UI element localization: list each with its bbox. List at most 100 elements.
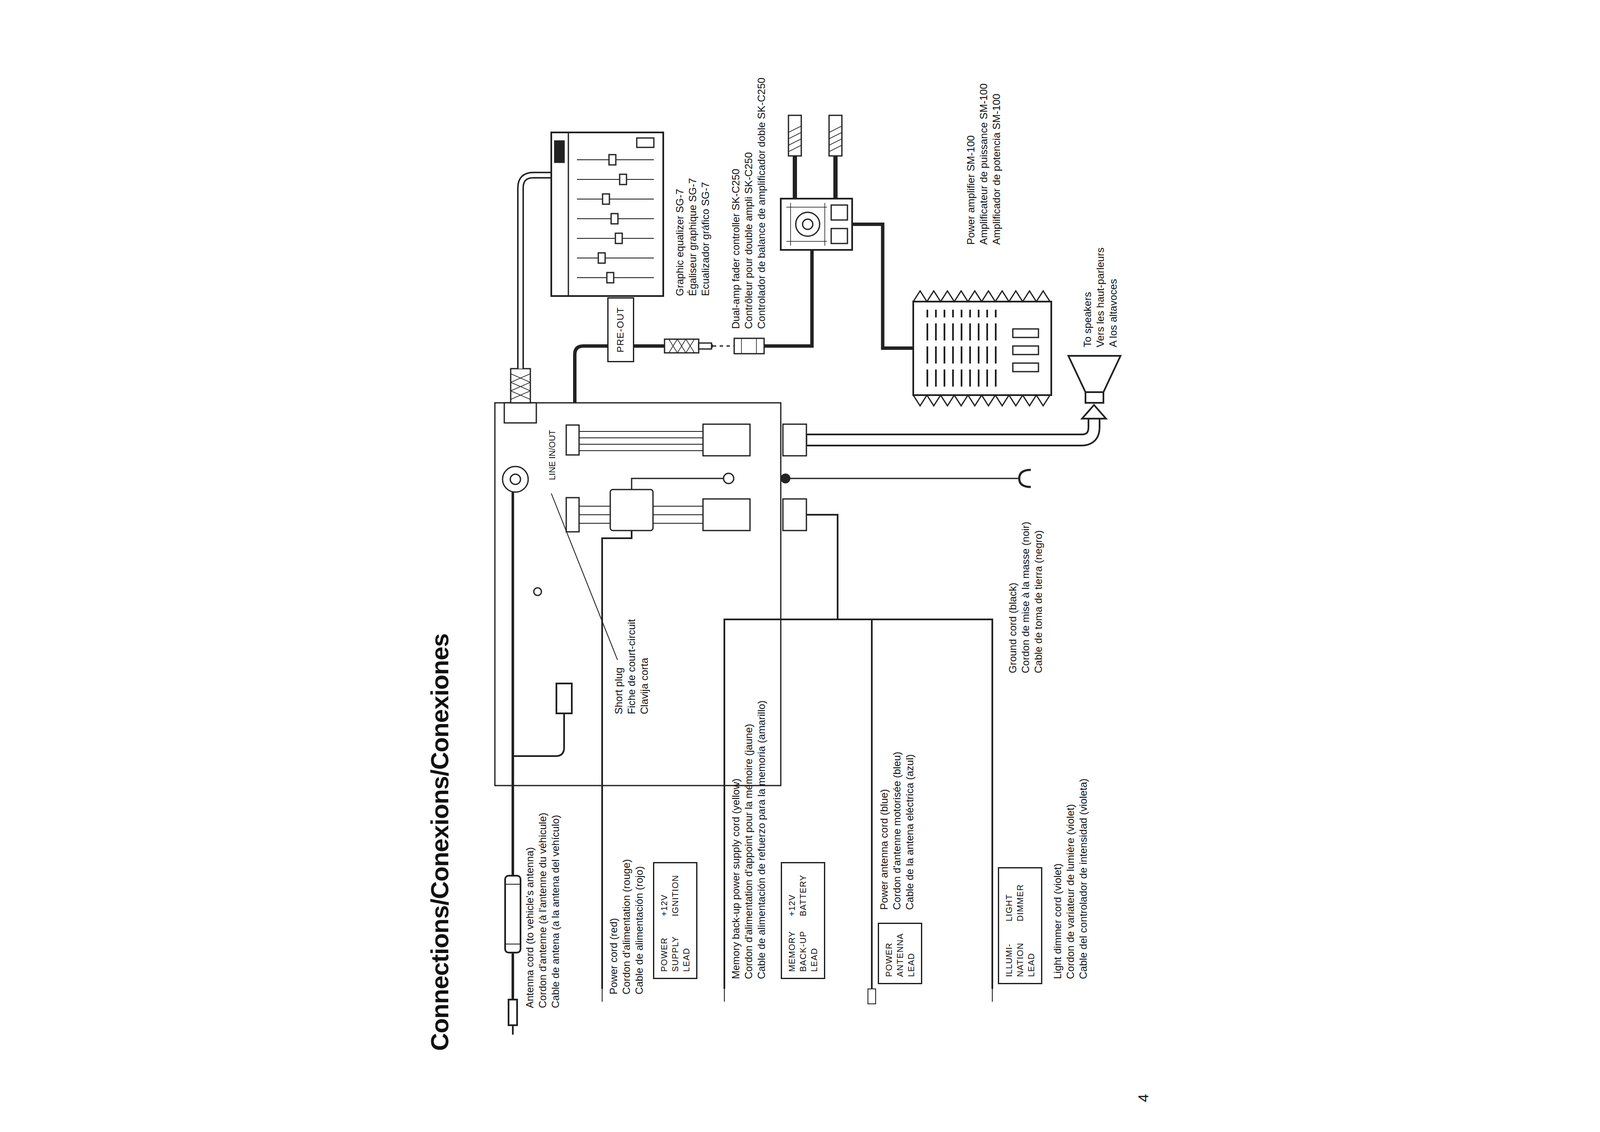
device-caption: Power amplifier SM-100 bbox=[964, 83, 978, 245]
lead-wire bbox=[837, 619, 872, 990]
wiring-harness bbox=[566, 425, 580, 456]
graphic-equalizer bbox=[576, 159, 654, 278]
cord-label: Memory back-up power supply cord (yellow… bbox=[729, 700, 743, 980]
page-number: 4 bbox=[1134, 1094, 1152, 1103]
rca-plug bbox=[574, 346, 608, 403]
wiring-harness bbox=[652, 506, 703, 524]
connector-label: LINE IN/OUT bbox=[547, 428, 558, 482]
power-amplifier bbox=[1012, 363, 1039, 372]
power-amplifier bbox=[913, 291, 1050, 302]
box-text: +12V IGNITION bbox=[658, 869, 681, 917]
cord-label: Cable de alimentación (rojo) bbox=[632, 859, 646, 995]
fader-controller bbox=[831, 205, 848, 221]
rca-plug bbox=[712, 341, 735, 352]
power-amplifier bbox=[913, 301, 1052, 396]
ground-cord bbox=[723, 473, 734, 484]
wire-end bbox=[602, 989, 993, 1005]
lead-wire bbox=[602, 530, 632, 990]
short-plug bbox=[512, 683, 572, 757]
ground-cord bbox=[631, 478, 724, 490]
equalizer-cable bbox=[520, 175, 552, 369]
device-caption: A los altavoces bbox=[1106, 247, 1120, 348]
power-amplifier bbox=[913, 291, 1052, 406]
device-caption: Controlador de balance de amplificador d… bbox=[755, 77, 768, 330]
lead-tag: ILLUMI- NATION LEADLIGHT DIMMER bbox=[997, 867, 1043, 985]
graphic-equalizer bbox=[551, 132, 569, 297]
speaker-arrow bbox=[1082, 405, 1106, 419]
cord-label: Cable de toma de tierra (negro) bbox=[1032, 521, 1045, 674]
power-amplifier bbox=[913, 395, 1050, 406]
wiring-harness bbox=[579, 431, 703, 451]
lead-wire bbox=[602, 514, 993, 990]
connector-label-group: LINE IN/OUT bbox=[547, 428, 558, 482]
antenna-cord bbox=[511, 952, 515, 1000]
antenna-cord bbox=[505, 884, 521, 945]
graphic-equalizer bbox=[606, 272, 614, 283]
box-text: LIGHT DIMMER bbox=[1003, 874, 1026, 922]
cord-label: Ground cord (black) bbox=[1006, 521, 1020, 674]
box-text: POWER SUPPLY LEAD bbox=[658, 925, 692, 973]
graphic-equalizer bbox=[636, 138, 654, 148]
equalizer-cable bbox=[510, 175, 552, 403]
head-unit bbox=[502, 466, 529, 493]
wiring-harness bbox=[782, 424, 807, 456]
cord-label-group: Memory back-up power supply cord (yellow… bbox=[729, 700, 768, 980]
cord-label: Antenna cord (to vehicle's antenna) bbox=[523, 813, 537, 1009]
graphic-equalizer bbox=[619, 174, 627, 185]
speaker bbox=[1068, 355, 1121, 403]
fader-controller bbox=[795, 212, 820, 237]
power-amplifier bbox=[1012, 346, 1039, 355]
part-label: Fiche de court-circuit bbox=[625, 619, 639, 715]
short-plug bbox=[512, 713, 565, 757]
antenna-cord bbox=[505, 492, 521, 1036]
signal-cable bbox=[852, 224, 914, 349]
head-unit bbox=[494, 402, 781, 786]
cord-label: Cable de alimentación de refuerzo para l… bbox=[755, 700, 768, 980]
cord-label: Light dimmer cord (violet) bbox=[1051, 778, 1065, 980]
page-number-group: 4 bbox=[1134, 1094, 1152, 1103]
cord-label: Cordon de mise à la masse (noir) bbox=[1019, 521, 1033, 674]
connector-tag: PRE-OUT bbox=[607, 297, 635, 363]
antenna-cord bbox=[511, 492, 515, 877]
wire-end bbox=[867, 989, 876, 1005]
part-label: Clavija corta bbox=[638, 619, 651, 715]
fader-controller bbox=[831, 228, 848, 244]
box-text: PRE-OUT bbox=[614, 307, 627, 353]
antenna-cord bbox=[511, 1025, 514, 1036]
power-amplifier bbox=[1012, 329, 1039, 338]
ground-cord bbox=[1019, 470, 1031, 488]
wiring-harness bbox=[579, 506, 611, 524]
cord-label-group: Ground cord (black)Cordon de mise à la m… bbox=[1006, 521, 1045, 674]
speaker bbox=[1085, 392, 1104, 403]
device-caption: Égaliseur graphique SG-7 bbox=[686, 178, 700, 297]
lead-tag: POWER ANTENNA LEAD bbox=[877, 923, 923, 985]
fader-controller bbox=[780, 198, 853, 250]
cord-label: Cordon d'antenne motorisée (bleu) bbox=[890, 752, 904, 911]
cord-label-group: Light dimmer cord (violet)Cordon de vari… bbox=[1051, 778, 1090, 980]
box-text: POWER ANTENNA LEAD bbox=[883, 930, 917, 978]
cord-label: Cordon de variateur de lumière (violet) bbox=[1064, 778, 1077, 980]
cord-label: Cordon d'alimentation (rouge) bbox=[620, 859, 633, 995]
equalizer-unit: Graphic equalizer SG-7Égaliseur graphiqu… bbox=[551, 132, 664, 297]
rca-plug bbox=[698, 343, 712, 350]
box-text: MEMORY BACK-UP LEAD bbox=[786, 925, 820, 973]
cord-label: Cable de la antena eléctrica (azul) bbox=[903, 752, 917, 911]
device-caption: Contrôleur pour double ampli SK-C250 bbox=[742, 77, 756, 330]
wiring-harness bbox=[610, 489, 653, 531]
equalizer-cable bbox=[520, 175, 551, 369]
cord-label: Power antenna cord (blue) bbox=[877, 752, 891, 911]
device-caption: Vers les haut-parleurs bbox=[1094, 247, 1107, 348]
fader-controller bbox=[788, 126, 842, 152]
power-amplifier bbox=[927, 309, 996, 387]
wiring-harness bbox=[566, 424, 807, 533]
graphic-equalizer bbox=[598, 252, 606, 264]
graphic-equalizer bbox=[551, 132, 664, 297]
lead-wire bbox=[724, 514, 838, 990]
device-caption: Ecualizador gráfico SG-7 bbox=[699, 178, 712, 297]
graphic-equalizer bbox=[615, 233, 623, 244]
ground-cord bbox=[781, 474, 790, 483]
